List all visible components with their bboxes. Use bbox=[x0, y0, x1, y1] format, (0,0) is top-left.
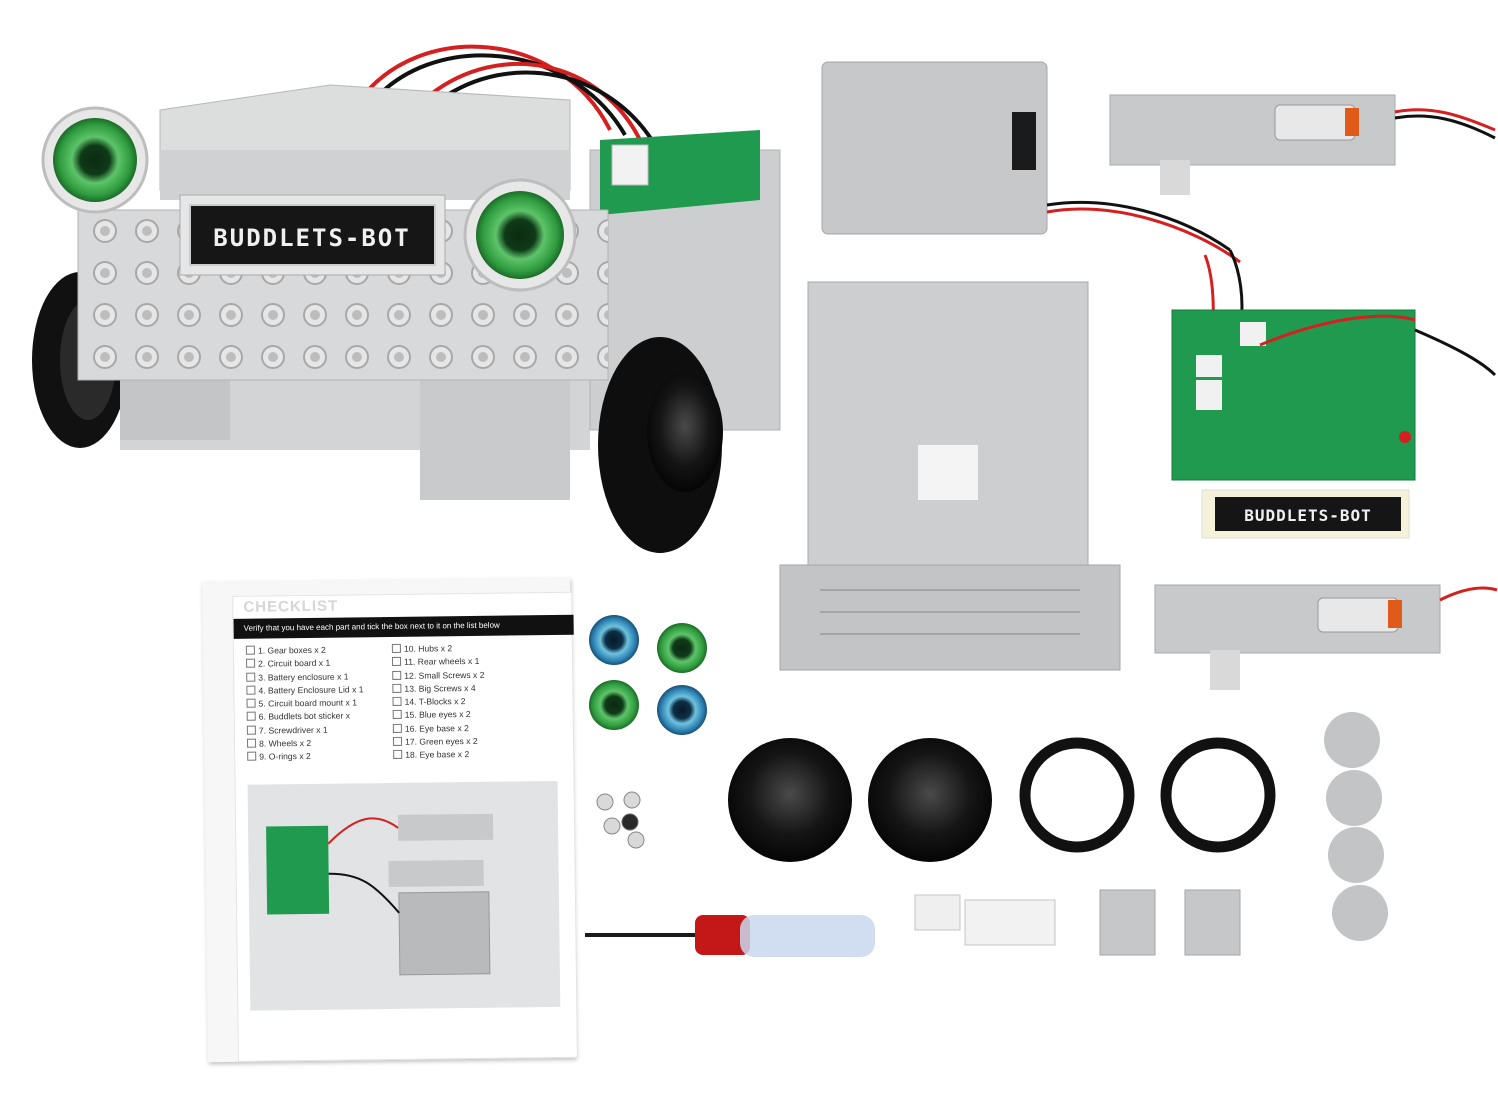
wiring-photo bbox=[247, 780, 561, 1011]
eye-bases bbox=[1324, 712, 1388, 941]
checklist-item: 12. Small Screws x 2 bbox=[392, 668, 484, 682]
robot-left-eye bbox=[53, 118, 137, 202]
o-ring bbox=[1160, 737, 1276, 853]
loose-eyes bbox=[589, 615, 707, 735]
circuit-board bbox=[1171, 249, 1497, 481]
checklist-title: CHECKLIST bbox=[243, 597, 339, 616]
screws bbox=[596, 791, 645, 849]
wheels bbox=[728, 738, 992, 862]
battery-enclosure-lid bbox=[821, 61, 1241, 264]
checklist-item: 6. Buddlets bot sticker x bbox=[247, 710, 364, 725]
sticker-text: BUDDLETS-BOT bbox=[1244, 506, 1372, 525]
checklist-item: 11. Rear wheels x 1 bbox=[392, 655, 484, 669]
assembled-robot: BUDDLETS-BOT bbox=[32, 44, 781, 553]
gearbox-top bbox=[1109, 94, 1496, 195]
rear-wheel-axle bbox=[914, 894, 1056, 946]
checklist-item: 14. T-Blocks x 2 bbox=[392, 695, 484, 709]
robot-right-eye bbox=[476, 191, 564, 279]
green-eye bbox=[657, 623, 707, 673]
checklist-item: 9. O-rings x 2 bbox=[247, 750, 364, 765]
checklist-item: 18. Eye base x 2 bbox=[393, 748, 485, 762]
blue-eye bbox=[589, 615, 639, 665]
checklist-item: 15. Blue eyes x 2 bbox=[393, 708, 485, 722]
screwdriver bbox=[585, 915, 875, 957]
circuit-board-mount bbox=[779, 281, 1121, 671]
checklist-item: 10. Hubs x 2 bbox=[392, 642, 484, 656]
blue-eye bbox=[657, 685, 707, 735]
o-rings bbox=[1019, 737, 1276, 853]
wheel bbox=[728, 738, 852, 862]
checklist-item: 13. Big Screws x 4 bbox=[392, 682, 484, 696]
checklist-item: 3. Battery enclosure x 1 bbox=[246, 670, 363, 685]
checklist-instruction: Verify that you have each part and tick … bbox=[233, 614, 574, 639]
checklist-page: CHECKLIST Verify that you have each part… bbox=[232, 591, 578, 1062]
green-eye bbox=[589, 680, 639, 730]
wheel bbox=[868, 738, 992, 862]
gearbox-bottom bbox=[1154, 584, 1498, 690]
checklist-item: 16. Eye base x 2 bbox=[393, 722, 485, 736]
buddlets-bot-sticker: BUDDLETS-BOT bbox=[1201, 489, 1410, 539]
checklist-left-column: 1. Gear boxes x 2 2. Circuit board x 1 3… bbox=[246, 643, 365, 764]
checklist-item: 17. Green eyes x 2 bbox=[393, 735, 485, 749]
o-ring bbox=[1019, 737, 1135, 853]
checklist-right-column: 10. Hubs x 2 11. Rear wheels x 1 12. Sma… bbox=[392, 642, 486, 763]
t-blocks bbox=[1099, 889, 1241, 956]
robot-label-text: BUDDLETS-BOT bbox=[213, 224, 410, 252]
instruction-booklet: CHECKLIST Verify that you have each part… bbox=[202, 577, 578, 1063]
